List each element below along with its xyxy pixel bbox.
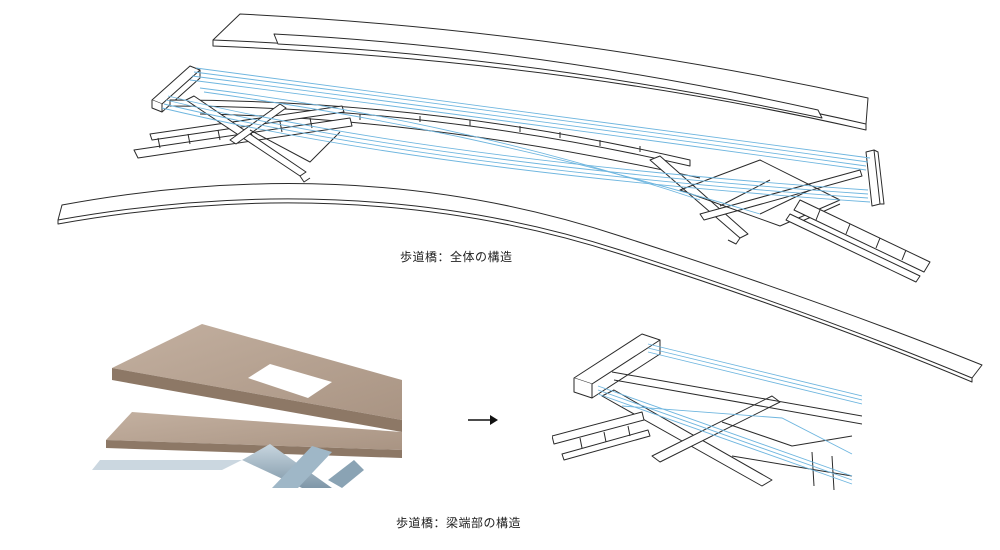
beam-end-caption: 歩道橋：梁端部の構造: [396, 516, 522, 530]
end-crossbeam-side: [573, 378, 593, 399]
right-stair-frame: [785, 199, 931, 283]
upper-deck-slab: [212, 13, 869, 131]
beam-end-detail-diagram: [552, 333, 862, 491]
beam-end-render: [92, 324, 402, 488]
girder-line: [611, 371, 862, 425]
lower-frame-b: [561, 429, 651, 461]
overall-caption: 歩道橋：全体の構造: [400, 250, 513, 264]
slab-opening: [248, 364, 332, 398]
end-crossbeam-top: [573, 333, 661, 385]
right-crossbeam: [865, 149, 885, 207]
lower-deck-slab: [57, 183, 983, 383]
upper-slab-edge: [112, 368, 402, 432]
lower-slab-surface: [106, 412, 402, 450]
right-x-bracing: [649, 155, 863, 245]
lower-frame: [552, 411, 645, 445]
steel-support-b: [272, 446, 332, 488]
steel-shadow: [92, 460, 242, 470]
steel-support-a: [242, 444, 332, 488]
upper-slab-surface: [112, 324, 402, 420]
detail-cables: [597, 343, 862, 485]
steel-support-c: [328, 460, 364, 488]
right-arrow-icon: [468, 415, 498, 425]
